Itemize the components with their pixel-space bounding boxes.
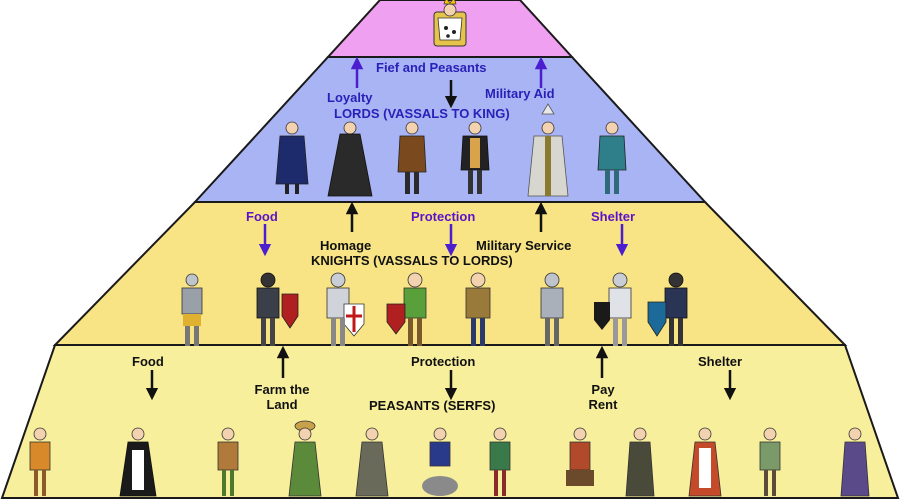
knights-food-label: Food — [246, 209, 278, 224]
tier-lords — [192, 56, 708, 203]
fief-and-peasants-label: Fief and Peasants — [376, 60, 487, 75]
military-service-label: Military Service — [476, 238, 572, 253]
lord-figure-icon — [527, 103, 569, 197]
knight-figure-icon — [647, 272, 688, 346]
peasants-protection-label: Protection — [411, 354, 476, 369]
knight-figure-icon — [594, 272, 632, 346]
farm-the-land-line2: Land — [266, 397, 298, 412]
peasant-figure-icon — [355, 427, 389, 497]
peasant-figure-icon — [840, 427, 870, 497]
farm-the-land-line1: Farm the — [254, 382, 310, 397]
peasant-figure-icon — [759, 427, 781, 496]
homage-label: Homage — [320, 238, 372, 253]
farm-the-land-label: Farm the Land — [242, 382, 322, 412]
peasants-food-label: Food — [132, 354, 164, 369]
knight-figure-icon — [386, 272, 427, 346]
lord-figure-icon — [275, 121, 309, 194]
peasant-figure-icon — [566, 427, 594, 486]
knights-protection-label: Protection — [411, 209, 476, 224]
knights-tier-title: KNIGHTS (VASSALS TO LORDS) — [311, 253, 513, 268]
knights-shelter-label: Shelter — [591, 209, 636, 224]
pay-rent-label: Pay Rent — [578, 382, 628, 412]
loyalty-label: Loyalty — [327, 90, 373, 105]
knight-figure-icon — [181, 273, 203, 346]
knights-figures — [181, 272, 688, 346]
pay-rent-line2: Rent — [588, 397, 618, 412]
peasant-figure-icon — [422, 427, 458, 496]
lord-figure-icon — [327, 121, 373, 197]
military-aid-label: Military Aid — [485, 86, 555, 101]
lord-figure-icon — [460, 121, 490, 194]
lord-figure-icon — [597, 121, 627, 194]
lords-figures — [275, 103, 627, 197]
peasant-figure-icon — [288, 420, 322, 497]
peasant-figure-icon — [29, 427, 51, 496]
knight-figure-icon — [540, 272, 564, 346]
peasant-figure-icon — [489, 427, 511, 496]
peasants-tier-title: PEASANTS (SERFS) — [369, 398, 496, 413]
lord-figure-icon — [397, 121, 427, 194]
peasants-figures — [29, 420, 870, 497]
peasant-figure-icon — [625, 427, 655, 497]
pay-rent-line1: Pay — [591, 382, 615, 397]
knight-figure-icon — [465, 272, 491, 346]
knight-figure-icon — [256, 272, 299, 346]
lords-tier-title: LORDS (VASSALS TO KING) — [334, 106, 510, 121]
peasants-shelter-label: Shelter — [698, 354, 743, 369]
knight-figure-icon — [326, 272, 365, 346]
king-on-throne-icon — [433, 0, 467, 47]
peasant-figure-icon — [119, 427, 157, 497]
peasant-figure-icon — [688, 427, 722, 497]
peasant-figure-icon — [217, 427, 239, 496]
